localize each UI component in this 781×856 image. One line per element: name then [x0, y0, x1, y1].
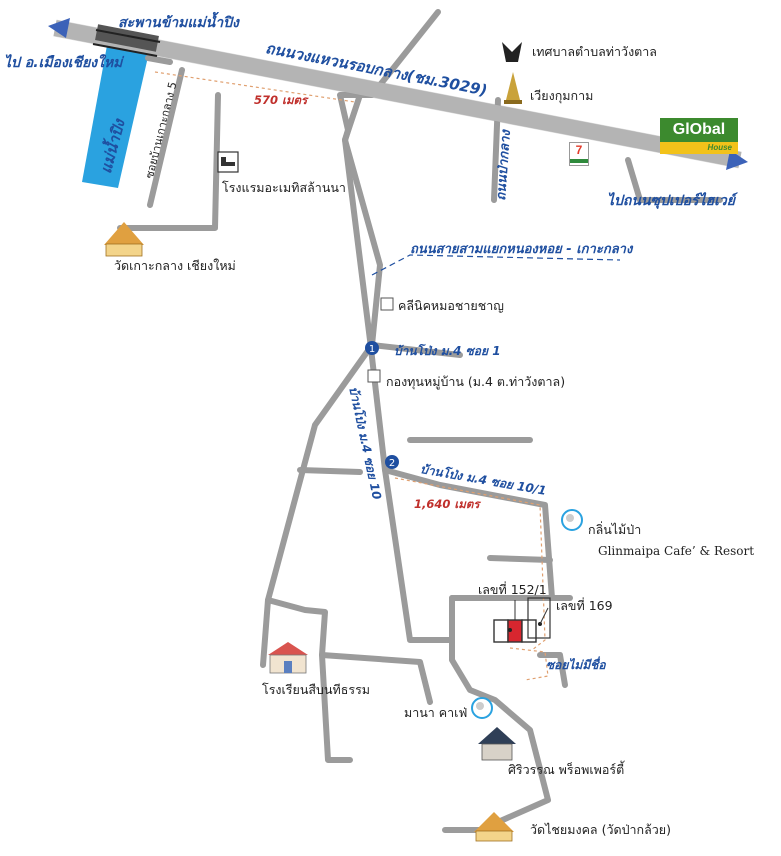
soi1-label: บ้านโป่ง ม.4 ซอย 1: [394, 344, 501, 358]
road-ring-west: [145, 55, 173, 65]
destination-houses: [493, 597, 551, 643]
seven-eleven-logo: 7: [569, 142, 589, 166]
svg-text:1: 1: [369, 344, 375, 355]
house-169-label: เลขที่ 169: [556, 598, 613, 613]
clinic-label: คลีนิคหมอชายชาญ: [398, 298, 504, 313]
temple-icon: [104, 222, 144, 257]
distance-line-570: [154, 71, 356, 103]
arrow-left-icon: [48, 18, 70, 38]
road-soi1-east: [369, 342, 463, 358]
temple-2-icon: [474, 812, 514, 842]
road-nonghoi: [342, 137, 383, 348]
road-east-e: [487, 555, 553, 563]
bridge-icon: [92, 24, 161, 57]
road-west-spur: [297, 467, 363, 475]
road-soi-kokoklang: [147, 67, 185, 208]
road-east-south: [625, 157, 723, 203]
global-house-logo-bottom: House: [660, 142, 738, 154]
arrow-right-icon: [726, 150, 748, 170]
soi-noname-label: ซอยไม่มีชื่อ: [546, 658, 606, 672]
svg-text:2: 2: [389, 458, 395, 469]
mana-cafe-label: มานา คาเฟ่: [404, 705, 468, 720]
fund-label: กองทุนหมู่บ้าน (ม.4 ต.ท่าวังตาล): [386, 374, 566, 389]
wiang-kum-kam-label: เวียงกุมกาม: [530, 88, 594, 103]
ring-road-edge: [53, 19, 742, 169]
siriwan-label: ศิริวรรณ พร็อพเพอร์ตี้: [508, 762, 625, 777]
nonghoi-road-label: ถนนสายสามแยกหนองหอย - เกาะกลาง: [410, 242, 633, 257]
road-hotel: [117, 92, 221, 231]
hotel-icon: [217, 151, 239, 173]
garuda-icon: [502, 42, 522, 62]
municipality-label: เทศบาลตำบลท่าวังตาล: [532, 44, 657, 59]
to-superhighway-label: ไปถนนซุปเปอร์ไฮเวย์: [607, 193, 735, 209]
house-icon: [478, 727, 516, 761]
ring-road: [53, 20, 742, 168]
clinic-box: [380, 297, 394, 311]
road-soi10: [382, 467, 453, 643]
road-west-big: [260, 342, 375, 668]
distance-1640-label: 1,640 เมตร: [414, 497, 480, 511]
hotel-label: โรงแรมอะเมทิสล้านนา: [222, 180, 346, 195]
distance-line-1640: [394, 477, 546, 651]
ping-river: [82, 40, 150, 188]
road-east-inner: [537, 652, 568, 688]
nonghoi-dash: [371, 254, 621, 276]
global-house-logo-top: GlObal: [660, 118, 738, 142]
bridge-label: สะพานข้ามแม่น้ำปิง: [118, 15, 239, 31]
marker-1-icon: 1: [365, 341, 379, 355]
school-label: โรงเรียนสืบนทีธรรม: [262, 682, 371, 697]
distance-570-label: 570 เมตร: [254, 93, 308, 107]
wat-kokoklang-label: วัดเกาะกลาง เชียงใหม่: [114, 258, 236, 273]
fund-box: [367, 369, 381, 383]
pagoda-icon: [504, 72, 522, 104]
cafe-icon: [561, 509, 583, 531]
road-school: [265, 597, 433, 705]
cafe-english-label: Glinmaipa Cafe’ & Resort: [598, 544, 755, 558]
to-city-label: ไป อ.เมืองเชียงใหม่: [4, 55, 123, 71]
road-school-south: [319, 652, 353, 763]
house-152-label: เลขที่ 152/1: [478, 582, 547, 597]
cafe-2-icon: [471, 697, 493, 719]
marker-2-icon: 2: [385, 455, 399, 469]
seven-eleven-text: 7: [575, 143, 583, 157]
wat-chaimongkol-label: วัดไชยมงคล (วัดป่ากล้วย): [530, 822, 671, 837]
school-icon: [268, 642, 308, 674]
cafe-thai-label: กลิ่นไม้ป่า: [588, 522, 642, 537]
global-house-logo: GlObal House: [660, 118, 738, 154]
